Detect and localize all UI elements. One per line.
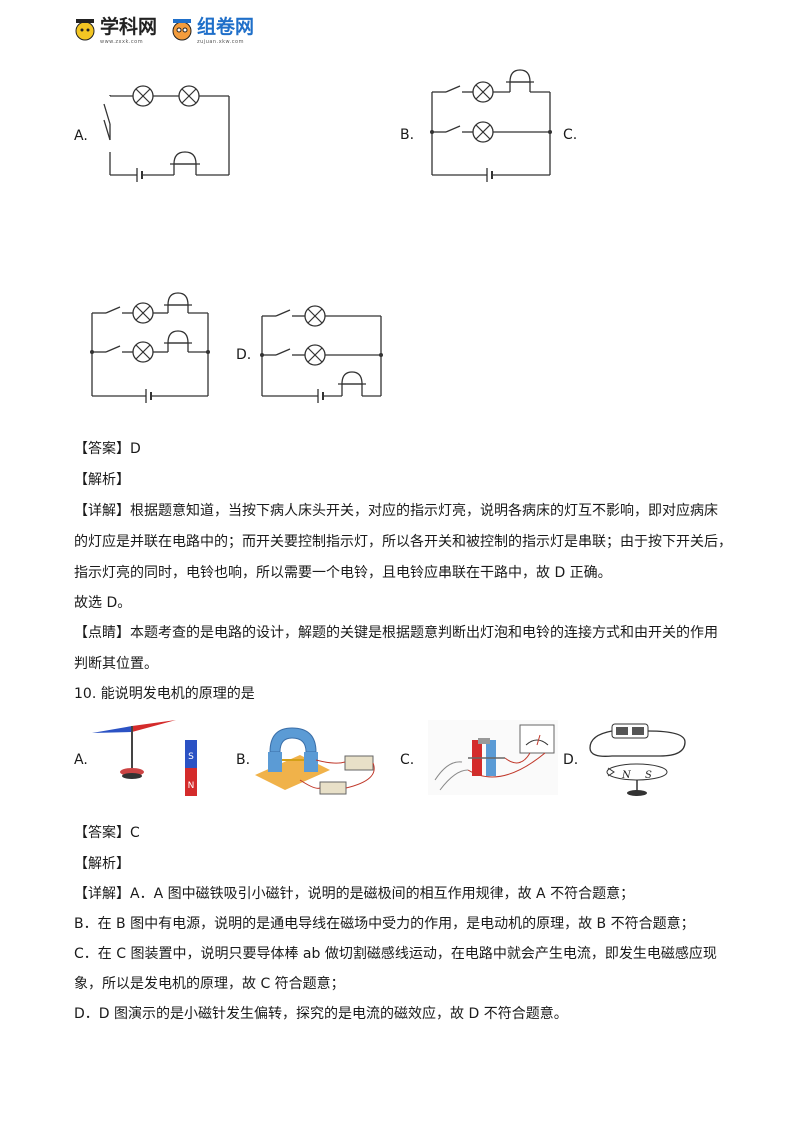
q9-choose: 故选 D。 (74, 595, 132, 611)
logo-zujuan-url: zujuan.xkw.com (197, 39, 244, 45)
battery-icon (317, 389, 324, 403)
logo-zxxk-url: www.zxxk.com (100, 39, 144, 45)
q10-option-c-label: C. (400, 752, 415, 768)
q9-comment-line-1: 【点睛】本题考查的是电路的设计，解题的关键是根据题意判断出灯泡和电铃的连接方式和… (74, 625, 718, 641)
magnet-s-label: S (188, 752, 194, 762)
lamp-icon (472, 121, 494, 143)
q10-detail-line-4: 象，所以是发电机的原理，故 C 符合题意； (74, 976, 345, 992)
logo-zujuan: 组卷网 zujuan.xkw.com (171, 12, 254, 45)
q10-analysis-heading: 【解析】 (74, 856, 130, 872)
logo-zujuan-text: 组卷网 (197, 16, 255, 38)
q10-detail-line-3: C．在 C 图装置中，说明只要导体棒 ab 做切割磁感线运动，在电路中就会产生电… (74, 946, 717, 962)
q9-detail-line-2: 的灯应是并联在电路中的；而开关要控制指示灯，所以各开关和被控制的指示灯是串联；由… (74, 534, 732, 550)
q9-detail-line-1: 【详解】根据题意知道，当按下病人床头开关，对应的指示灯亮，说明各病床的灯互不影响… (74, 503, 718, 519)
q10-answer: 【答案】C (74, 825, 140, 841)
battery-icon (145, 389, 152, 403)
q9-analysis-heading: 【解析】 (74, 472, 130, 488)
q9-option-a-label: A. (74, 128, 88, 144)
compass-n-label: N (621, 770, 632, 781)
q10-option-d-label: D. (563, 752, 579, 768)
bell-icon (164, 330, 192, 344)
q10-detail-line-1: 【详解】A．A 图中磁铁吸引小磁针，说明的是磁极间的相互作用规律，故 A 不符合… (74, 886, 635, 902)
lamp-icon (132, 341, 154, 363)
battery-icon (486, 168, 493, 182)
q9-detail-line-3: 指示灯亮的同时，电铃也响，所以需要一个电铃，且电铃应串联在干路中，故 D 正确。 (74, 565, 612, 581)
q10-question: 10. 能说明发电机的原理的是 (74, 686, 255, 702)
q9-option-c-label: C. (563, 127, 578, 143)
compass-s-label: S (645, 770, 652, 781)
q9-comment-line-2: 判断其位置。 (74, 656, 158, 672)
magnet-n-label: N (188, 781, 195, 791)
bell-icon (338, 371, 366, 385)
q9-answer: 【答案】D (74, 441, 141, 457)
battery-icon (136, 168, 143, 182)
q10-option-a-label: A. (74, 752, 88, 768)
q9-option-d-label: D. (236, 347, 252, 363)
bell-icon (170, 151, 200, 165)
bell-icon (506, 69, 534, 83)
q9-option-b-label: B. (400, 127, 415, 143)
lamp-icon (132, 85, 154, 107)
q10-detail-line-5: D．D 图演示的是小磁针发生偏转，探究的是电流的磁效应，故 D 不符合题意。 (74, 1006, 568, 1022)
lamp-icon (304, 305, 326, 327)
q10-detail-line-2: B．在 B 图中有电源，说明的是通电导线在磁场中受力的作用，是电动机的原理，故 … (74, 916, 695, 932)
logo-zxxk: 学科网 www.zxxk.com (74, 12, 157, 45)
lamp-icon (304, 344, 326, 366)
header-logos: 学科网 www.zxxk.com 组卷网 zujuan.xkw.com (74, 12, 254, 45)
logo-zxxk-icon (75, 18, 95, 40)
logo-zujuan-icon (172, 18, 192, 40)
lamp-icon (472, 81, 494, 103)
q10-option-b-label: B. (236, 752, 251, 768)
lamp-icon (178, 85, 200, 107)
lamp-icon (132, 302, 154, 324)
logo-zxxk-text: 学科网 (100, 16, 158, 38)
bell-icon (164, 292, 192, 306)
